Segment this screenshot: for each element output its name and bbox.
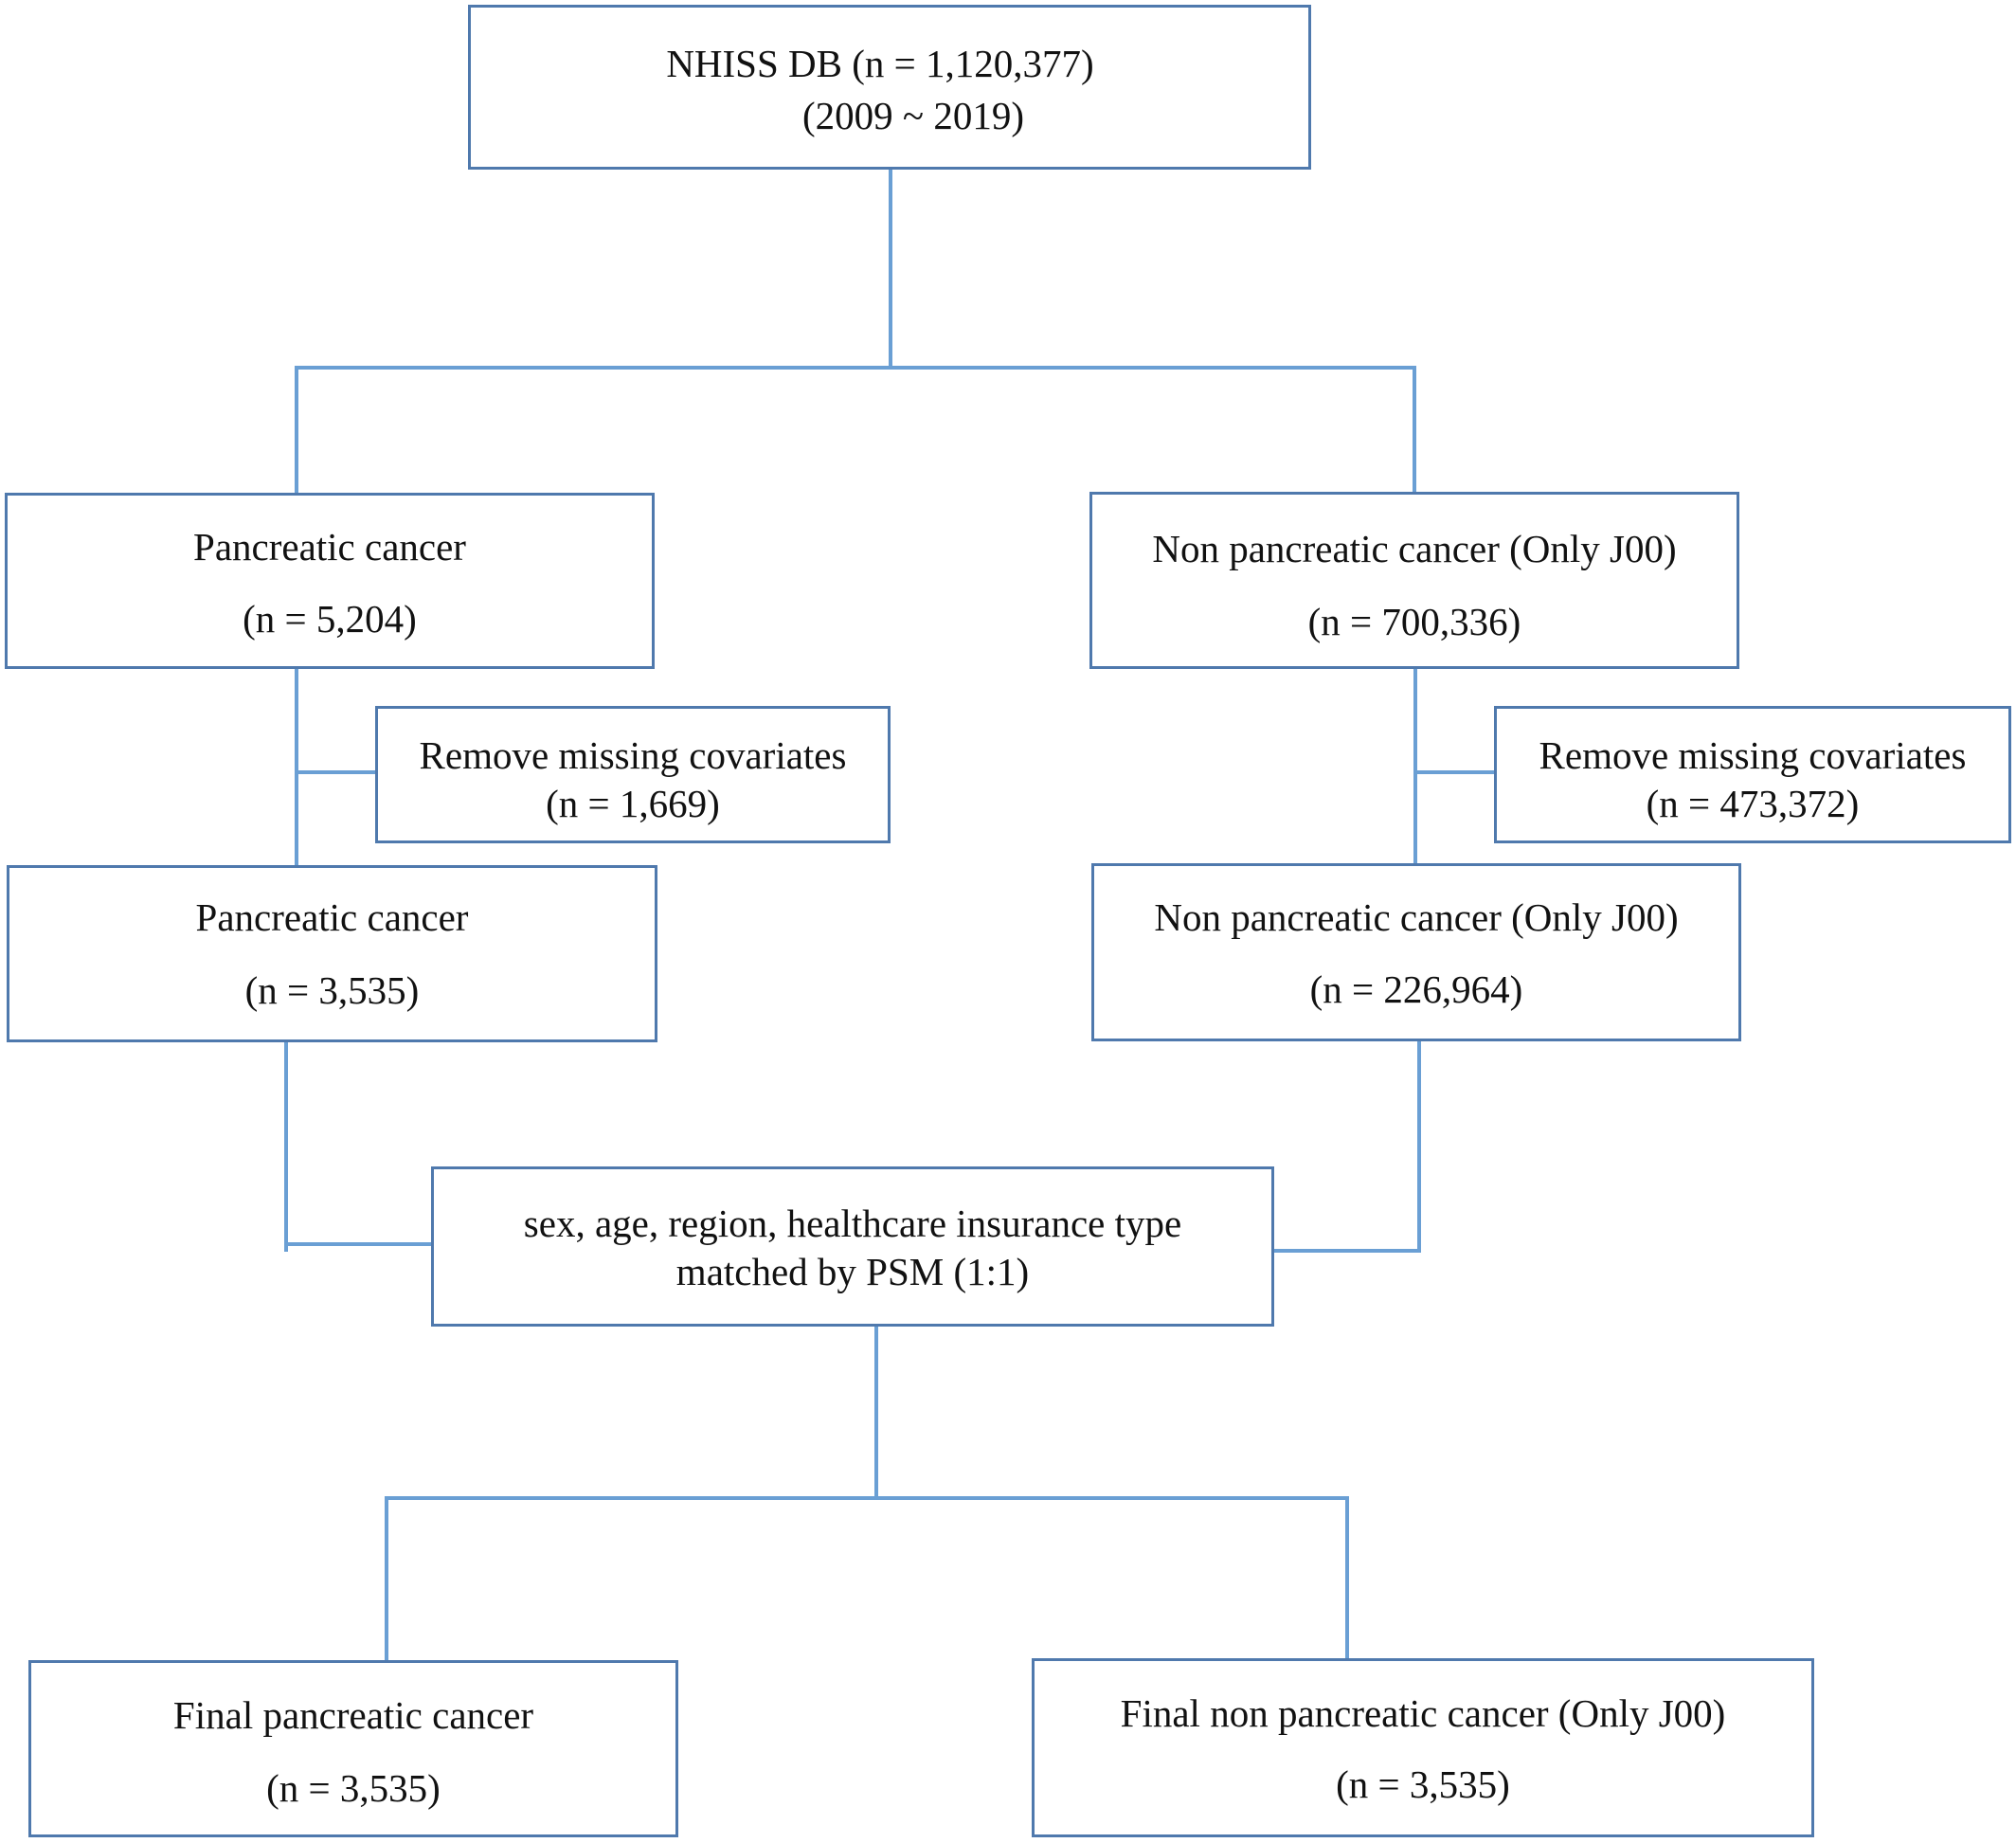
pancreatic-cancer-initial-box: Pancreatic cancer (n = 5,204)	[5, 493, 655, 669]
final-non-pancreatic-cancer-label: Final non pancreatic cancer (Only J00)	[1120, 1691, 1726, 1735]
pancreatic-cancer-exclusion-count: (n = 1,669)	[546, 782, 720, 825]
non-pancreatic-cancer-initial-box: Non pancreatic cancer (Only J00) (n = 70…	[1089, 492, 1739, 669]
non-pancreatic-cancer-after-count: (n = 226,964)	[1309, 967, 1523, 1011]
non-pancreatic-cancer-initial-count: (n = 700,336)	[1307, 600, 1521, 643]
final-non-pancreatic-cancer-box: Final non pancreatic cancer (Only J00) (…	[1032, 1658, 1814, 1837]
final-pancreatic-cancer-count: (n = 3,535)	[266, 1766, 441, 1810]
non-pancreatic-cancer-after-box: Non pancreatic cancer (Only J00) (n = 22…	[1091, 863, 1741, 1041]
pancreatic-cancer-after-box: Pancreatic cancer (n = 3,535)	[7, 865, 657, 1042]
pancreatic-cancer-exclusion-label: Remove missing covariates	[419, 733, 847, 777]
final-pancreatic-cancer-label: Final pancreatic cancer	[172, 1693, 534, 1737]
non-pancreatic-cancer-initial-label: Non pancreatic cancer (Only J00)	[1152, 527, 1677, 570]
pancreatic-cancer-initial-label: Pancreatic cancer	[193, 525, 466, 569]
non-pancreatic-cancer-exclusion-label: Remove missing covariates	[1539, 733, 1967, 777]
psm-matching-variables: sex, age, region, healthcare insurance t…	[523, 1202, 1182, 1245]
final-pancreatic-cancer-box: Final pancreatic cancer (n = 3,535)	[28, 1660, 678, 1837]
root-title: NHISS DB (n = 1,120,377)	[666, 42, 1094, 85]
root-box: NHISS DB (n = 1,120,377) (2009 ~ 2019)	[468, 5, 1311, 170]
psm-matching-method: matched by PSM (1:1)	[675, 1250, 1030, 1293]
connector-npc-after-to-psm	[1271, 1040, 1421, 1253]
connector-pc-after-to-psm	[284, 1040, 434, 1252]
pancreatic-cancer-initial-count: (n = 5,204)	[243, 597, 417, 641]
root-period: (2009 ~ 2019)	[802, 94, 1024, 137]
non-pancreatic-cancer-after-label: Non pancreatic cancer (Only J00)	[1154, 895, 1679, 939]
pancreatic-cancer-after-count: (n = 3,535)	[244, 968, 420, 1012]
psm-matching-box: sex, age, region, healthcare insurance t…	[431, 1166, 1274, 1327]
non-pancreatic-cancer-exclusion-count: (n = 473,372)	[1646, 782, 1860, 825]
pancreatic-cancer-exclusion-box: Remove missing covariates (n = 1,669)	[375, 706, 891, 843]
pancreatic-cancer-after-label: Pancreatic cancer	[195, 895, 469, 939]
final-non-pancreatic-cancer-count: (n = 3,535)	[1336, 1762, 1510, 1806]
non-pancreatic-cancer-exclusion-box: Remove missing covariates (n = 473,372)	[1494, 706, 2011, 843]
